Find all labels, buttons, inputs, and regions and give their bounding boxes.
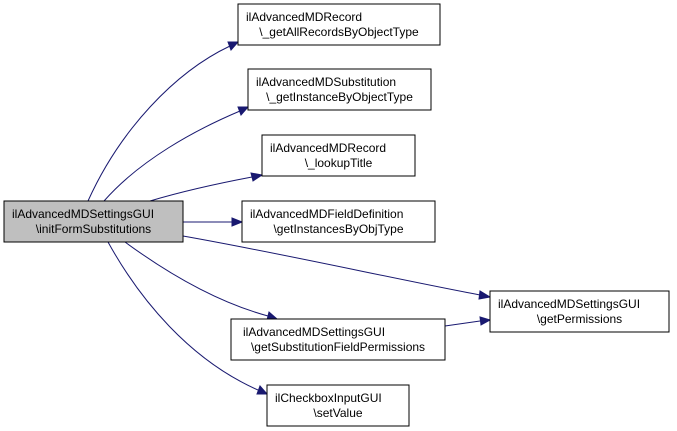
- node-n1-line1: ilAdvancedMDRecord: [246, 10, 362, 24]
- node-n7-line1: ilCheckboxInputGUI: [275, 391, 382, 405]
- edge-root-to-n1-arrowhead: [227, 41, 240, 51]
- edge-root-to-n7: [107, 241, 259, 391]
- node-n5[interactable]: ilAdvancedMDSettingsGUI \getPermissions: [489, 290, 670, 333]
- edges: [87, 41, 492, 395]
- edge-root-to-n6: [124, 241, 269, 317]
- node-n5-line2: \getPermissions: [537, 312, 622, 326]
- edge-root-to-n5-arrowhead: [478, 290, 492, 300]
- node-n2-line2: \_getInstanceByObjectType: [266, 90, 413, 104]
- node-n6-box: [230, 318, 446, 361]
- node-root-line2: \initFormSubstitutions: [36, 222, 151, 236]
- edge-root-to-n2-arrowhead: [237, 106, 250, 116]
- node-n4-line2: \getInstancesByObjType: [273, 222, 403, 236]
- edge-root-to-n5: [182, 235, 481, 296]
- node-n7-line2: \setValue: [313, 406, 362, 420]
- node-n2-box: [247, 68, 432, 111]
- node-n3[interactable]: ilAdvancedMDRecord \_lookupTitle: [261, 134, 416, 177]
- edge-root-to-n3: [149, 176, 253, 202]
- node-n7-box: [266, 384, 410, 427]
- node-n5-box: [489, 290, 670, 333]
- node-n1[interactable]: ilAdvancedMDRecord \_getAllRecordsByObje…: [237, 3, 441, 46]
- edge-root-to-n4-arrowhead: [231, 217, 244, 227]
- node-n3-line2: \_lookupTitle: [305, 156, 373, 170]
- node-n4-line1: ilAdvancedMDFieldDefinition: [250, 207, 403, 221]
- node-root[interactable]: ilAdvancedMDSettingsGUI \initFormSubstit…: [3, 200, 184, 243]
- node-n6[interactable]: ilAdvancedMDSettingsGUI \getSubstitution…: [230, 318, 446, 361]
- edge-n6-to-n5: [444, 320, 481, 327]
- edge-n6-to-n5-arrowhead: [479, 316, 492, 326]
- node-root-box: [3, 200, 184, 243]
- node-n1-line2: \_getAllRecordsByObjectType: [259, 25, 419, 39]
- node-n2-line1: ilAdvancedMDSubstitution: [256, 75, 396, 89]
- node-n5-line1: ilAdvancedMDSettingsGUI: [498, 297, 640, 311]
- edge-root-to-n2: [103, 110, 241, 202]
- node-n6-line2: \getSubstitutionFieldPermissions: [251, 340, 425, 354]
- node-n6-line1: ilAdvancedMDSettingsGUI: [243, 325, 385, 339]
- node-n3-box: [261, 134, 416, 177]
- node-n4-box: [241, 200, 436, 243]
- node-root-line1: ilAdvancedMDSettingsGUI: [12, 207, 154, 221]
- edge-root-to-n7-arrowhead: [256, 385, 269, 395]
- node-n7[interactable]: ilCheckboxInputGUI \setValue: [266, 384, 410, 427]
- node-n4[interactable]: ilAdvancedMDFieldDefinition \getInstance…: [241, 200, 436, 243]
- node-n1-box: [237, 3, 441, 46]
- node-n2[interactable]: ilAdvancedMDSubstitution \_getInstanceBy…: [247, 68, 432, 111]
- edge-root-to-n1: [87, 45, 231, 202]
- node-n3-line1: ilAdvancedMDRecord: [270, 141, 386, 155]
- edge-root-to-n3-arrowhead: [250, 172, 264, 182]
